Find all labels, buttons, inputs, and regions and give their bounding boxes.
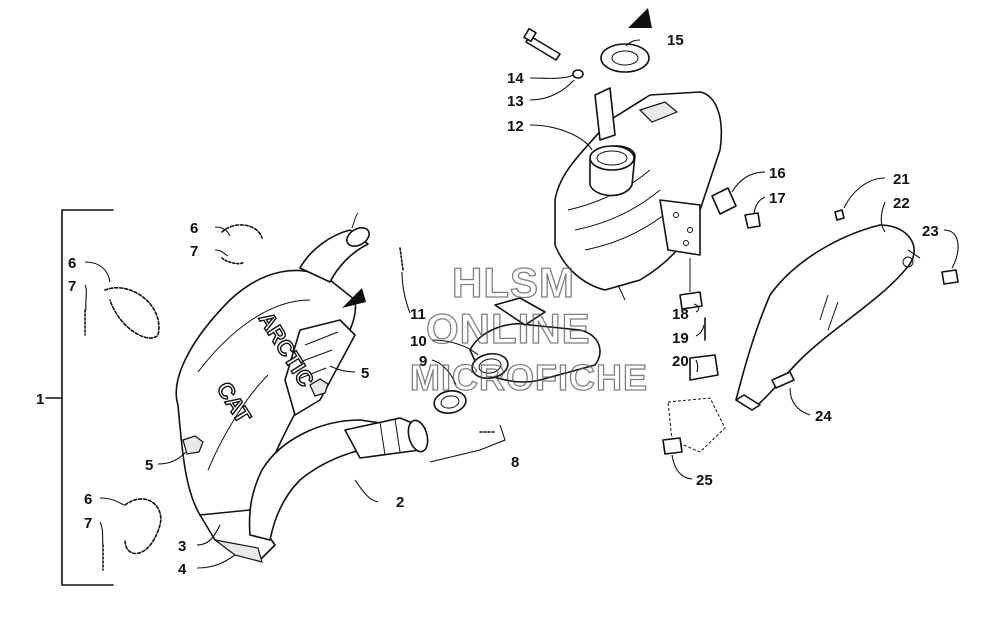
bolt-24 bbox=[771, 371, 795, 389]
front-arrow-icon bbox=[342, 288, 366, 308]
watermark-line-2: ONLINE bbox=[426, 305, 591, 352]
callout-1: 1 bbox=[36, 391, 44, 408]
callout-3: 3 bbox=[178, 538, 186, 555]
bracket-20 bbox=[689, 354, 719, 381]
nut-25 bbox=[662, 437, 683, 455]
spring-clamp-mid-left bbox=[84, 287, 160, 339]
callout-20: 20 bbox=[672, 353, 689, 370]
callout-24: 24 bbox=[815, 408, 832, 425]
spring-clamp-bottom-left bbox=[102, 498, 162, 571]
spring-clamp-top bbox=[221, 224, 263, 265]
mount-18 bbox=[679, 258, 703, 310]
callout-15: 15 bbox=[667, 32, 684, 49]
leader-lines bbox=[84, 39, 959, 569]
callout-23: 23 bbox=[922, 223, 939, 240]
callout-7b: 7 bbox=[68, 278, 76, 295]
clip-23 bbox=[941, 269, 959, 285]
callout-14: 14 bbox=[507, 70, 524, 87]
nut-17 bbox=[744, 212, 761, 229]
washer-13 bbox=[572, 69, 584, 79]
callout-5a: 5 bbox=[361, 365, 369, 382]
callout-11: 11 bbox=[410, 306, 426, 323]
front-arrow-icon bbox=[628, 8, 652, 28]
bushing-16 bbox=[711, 187, 737, 215]
callout-21: 21 bbox=[893, 171, 910, 188]
callout-2: 2 bbox=[396, 494, 404, 511]
callout-18: 18 bbox=[672, 306, 689, 323]
callout-6b: 6 bbox=[68, 255, 76, 272]
callout-6c: 6 bbox=[84, 491, 92, 508]
silencer bbox=[554, 87, 723, 291]
callout-17: 17 bbox=[769, 190, 786, 207]
expansion-chamber bbox=[175, 212, 429, 563]
assembly-bracket bbox=[45, 209, 114, 586]
callout-16: 16 bbox=[769, 165, 786, 182]
watermark-line-1: HLSM bbox=[452, 259, 575, 306]
grommet-15 bbox=[600, 43, 650, 73]
watermark-line-3: MICROFICHE bbox=[410, 357, 648, 398]
callout-25: 25 bbox=[696, 472, 713, 489]
decal-patch bbox=[182, 435, 204, 455]
callout-22: 22 bbox=[893, 195, 910, 212]
callout-9: 9 bbox=[419, 353, 427, 370]
bolt-14 bbox=[523, 27, 561, 61]
callout-labels: 1 2 3 4 5 5 6 7 6 7 6 7 8 9 10 11 12 13 … bbox=[36, 32, 939, 578]
exhaust-manifold bbox=[433, 297, 601, 414]
callout-13: 13 bbox=[507, 93, 524, 110]
decal-patch bbox=[309, 378, 329, 397]
bolt-21 bbox=[834, 209, 845, 221]
watermark: HLSM ONLINE MICROFICHE bbox=[409, 258, 648, 398]
callout-7a: 7 bbox=[190, 243, 198, 260]
callout-8: 8 bbox=[511, 454, 519, 471]
callout-7c: 7 bbox=[84, 515, 92, 532]
spring-11 bbox=[399, 247, 404, 271]
callout-4: 4 bbox=[178, 561, 187, 578]
callout-5b: 5 bbox=[145, 457, 153, 474]
heat-shield bbox=[735, 224, 915, 411]
callout-10: 10 bbox=[410, 333, 427, 350]
callout-19: 19 bbox=[672, 330, 689, 347]
callout-12: 12 bbox=[507, 118, 524, 135]
callout-6a: 6 bbox=[190, 220, 198, 237]
